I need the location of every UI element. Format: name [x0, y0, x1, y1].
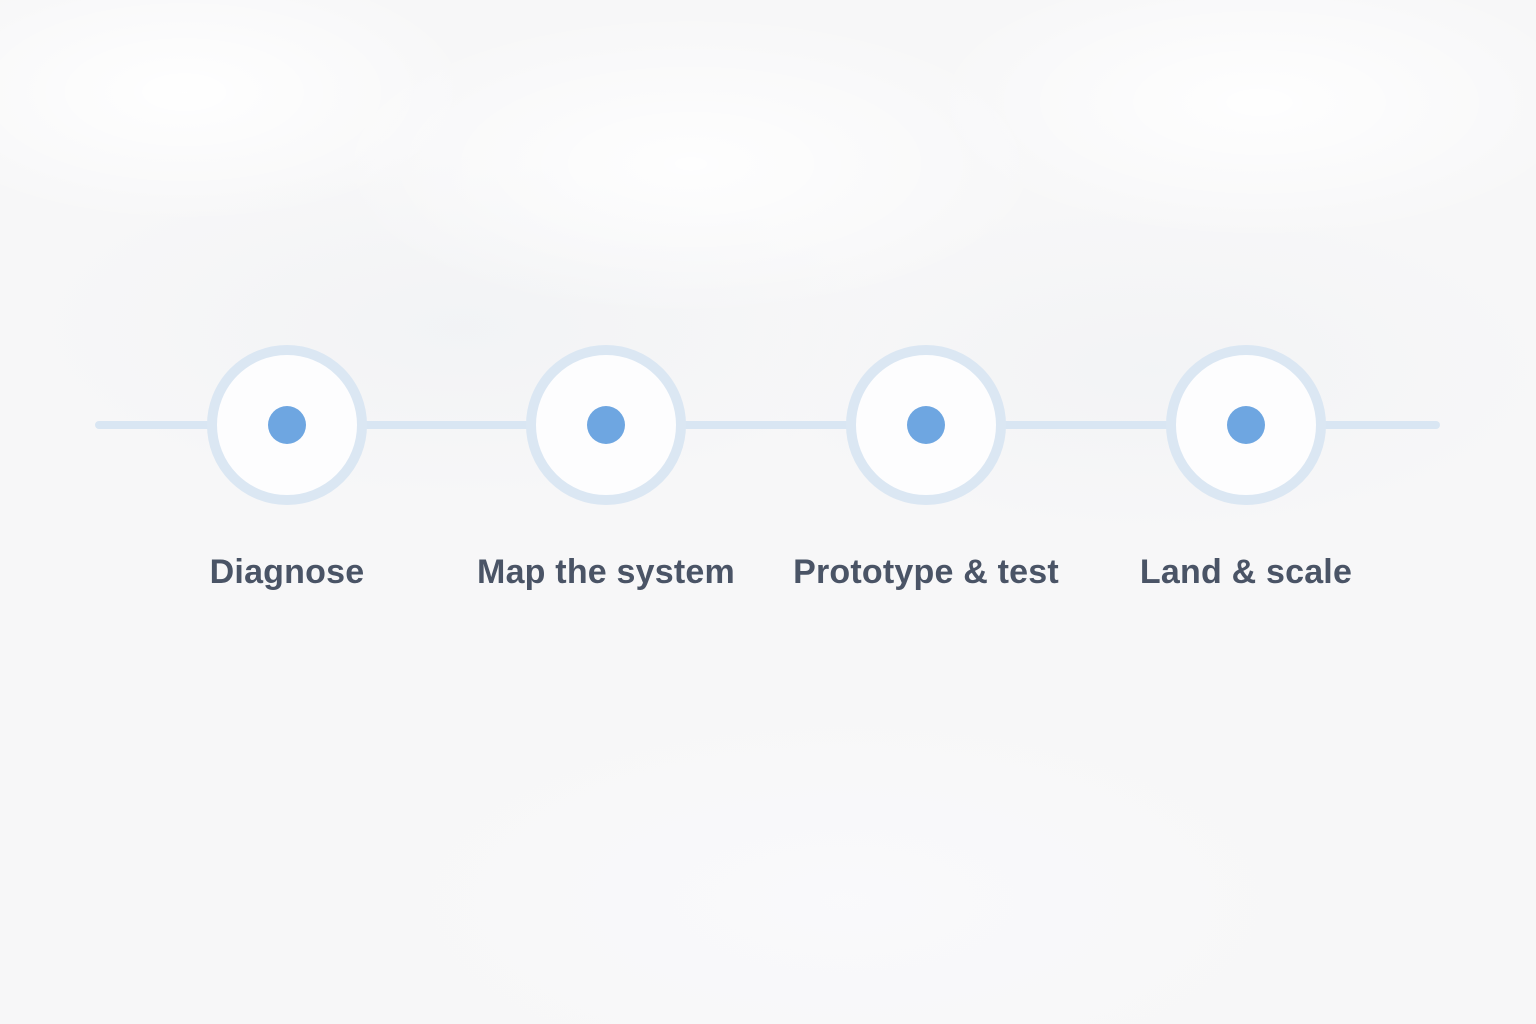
step-dot-icon	[907, 406, 945, 444]
step-dot-icon	[268, 406, 306, 444]
step-circle	[207, 345, 367, 505]
step-label: Map the system	[477, 553, 735, 591]
step-label: Prototype & test	[793, 553, 1059, 591]
step-map-the-system: Map the system	[446, 345, 766, 592]
step-circle	[1166, 345, 1326, 505]
step-circle	[846, 345, 1006, 505]
step-dot-icon	[1227, 406, 1265, 444]
step-dot-icon	[587, 406, 625, 444]
step-label: Land & scale	[1139, 553, 1353, 591]
timeline-connector-line	[95, 421, 1440, 429]
step-label: Diagnose	[209, 553, 365, 591]
step-diagnose: Diagnose	[127, 345, 447, 592]
step-circle	[526, 345, 686, 505]
step-land-and-scale: Land & scale	[1086, 345, 1406, 592]
step-prototype-and-test: Prototype & test	[766, 345, 1086, 592]
